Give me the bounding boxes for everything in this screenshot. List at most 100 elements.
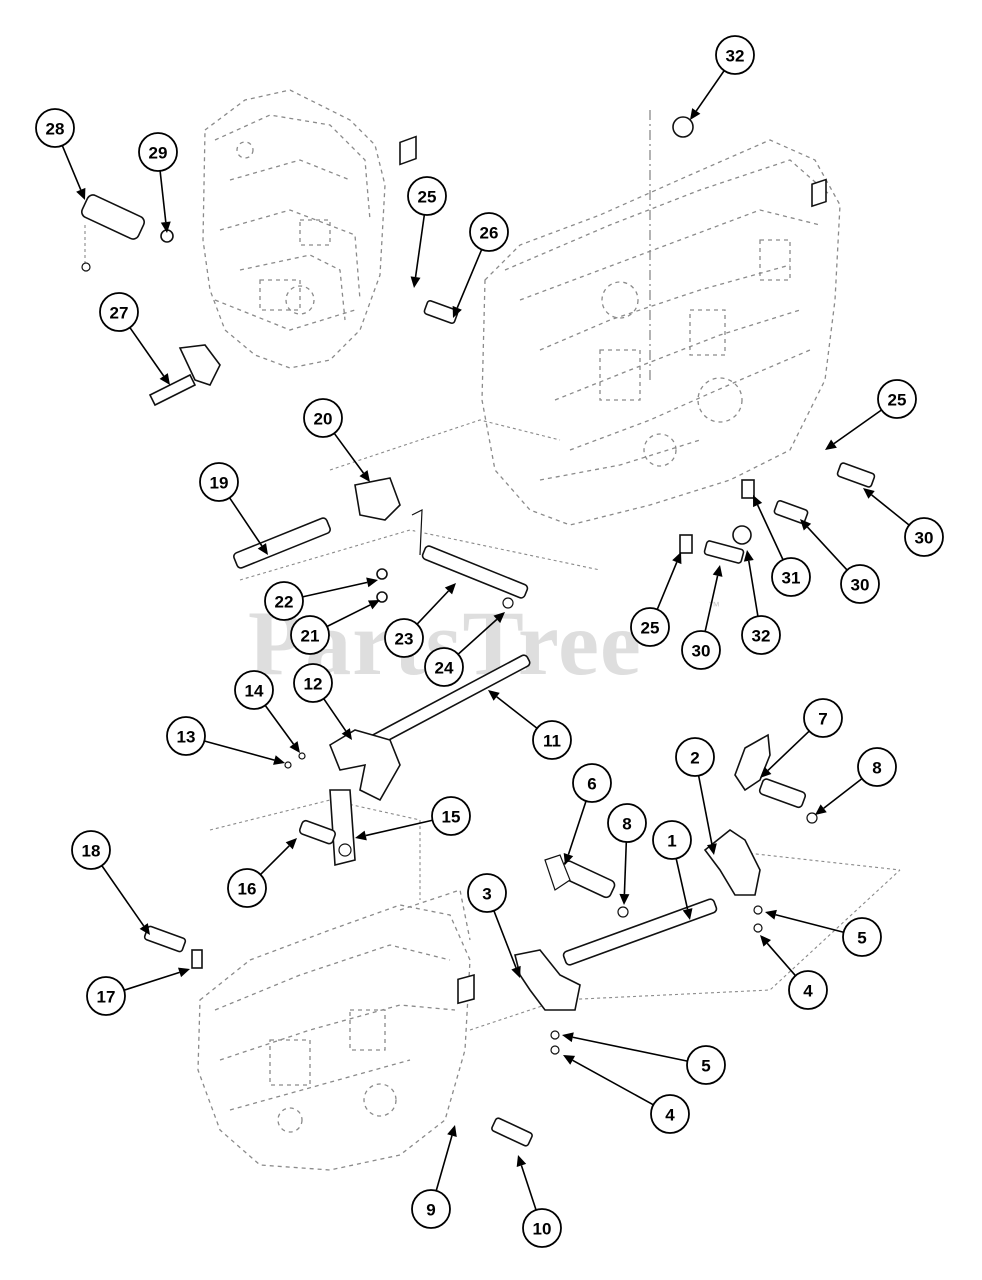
leader-arrowhead (139, 923, 150, 935)
leader-arrowhead (257, 543, 268, 555)
leader-line (520, 1165, 537, 1211)
callout-c25a: 25 (407, 176, 447, 288)
callout-number: 28 (46, 120, 65, 139)
leader-arrowhead (410, 276, 421, 288)
leader-arrowhead (760, 935, 771, 947)
leader-line (414, 214, 426, 278)
leader-line (457, 618, 498, 655)
callout-number: 32 (726, 47, 745, 66)
callout-circle (469, 212, 509, 252)
callout-number: 32 (752, 627, 771, 646)
callout-c30a: 30 (863, 488, 944, 557)
leader-line (323, 698, 347, 732)
callout-number: 25 (888, 391, 907, 410)
callout-c32a: 32 (690, 35, 755, 120)
callout-number: 29 (149, 144, 168, 163)
leader-line (101, 865, 145, 927)
leader-arrowhead (289, 741, 300, 753)
callout-circle (788, 970, 828, 1010)
callout-number: 2 (690, 749, 699, 768)
callout-number: 7 (818, 710, 827, 729)
callout-circle (303, 398, 343, 438)
callout-c3: 3 (467, 873, 521, 978)
part-17-plate (191, 949, 203, 969)
callout-number: 15 (442, 808, 461, 827)
leader-line (435, 1135, 453, 1191)
callout-c25c: 25 (630, 552, 682, 647)
leader-arrowhead (815, 804, 827, 815)
callout-circle (857, 747, 897, 787)
leader-arrowhead (743, 550, 754, 562)
callout-c21: 21 (290, 600, 380, 655)
callout-circle (71, 830, 111, 870)
leader-arrowhead (672, 552, 682, 565)
left-housing-upper (202, 89, 386, 369)
leader-arrowhead (447, 1125, 457, 1137)
callout-circle (741, 615, 781, 655)
leader-line (871, 494, 910, 526)
leader-line (204, 740, 275, 761)
leader-arrowhead (563, 1055, 576, 1065)
leader-arrowhead (562, 1032, 574, 1043)
callout-number: 11 (543, 732, 561, 751)
callout-c25b: 25 (825, 379, 917, 450)
callout-circle (407, 176, 447, 216)
callout-c29: 29 (138, 132, 178, 233)
part-27-shaft (148, 373, 197, 407)
part-2-fork (703, 829, 761, 896)
leader-line (123, 971, 180, 991)
callout-circle (877, 379, 917, 419)
callout-c1: 1 (652, 820, 693, 920)
leader-line (656, 561, 678, 610)
leader-arrowhead (765, 909, 777, 920)
leader-line (493, 910, 517, 969)
callout-c6: 6 (563, 763, 612, 865)
part-3-fork (514, 949, 581, 1011)
callout-number: 30 (915, 529, 934, 548)
leader-arrowhead (511, 965, 521, 978)
leader-line (333, 432, 365, 474)
callout-circle (630, 607, 670, 647)
callout-c16: 16 (227, 838, 297, 908)
callout-c17: 17 (86, 967, 190, 1016)
callout-circle (771, 557, 811, 597)
leader-line (767, 730, 810, 771)
callout-c30c: 30 (681, 565, 723, 670)
callout-circle (86, 976, 126, 1016)
part-1-shaft (562, 898, 718, 966)
callout-number: 20 (314, 410, 333, 429)
leader-line (572, 1059, 654, 1106)
callout-circle (227, 868, 267, 908)
leader-arrowhead (493, 612, 505, 624)
leader-arrowhead (76, 187, 86, 200)
part-20-fork (354, 477, 401, 521)
leader-arrowhead (563, 852, 574, 865)
callout-number: 21 (301, 627, 320, 646)
callouts: 1234455678891011121314151617181920212223… (35, 35, 944, 1248)
callout-number: 30 (851, 576, 870, 595)
callout-circle (532, 720, 572, 760)
callout-circle (803, 698, 843, 738)
callout-c19: 19 (199, 462, 268, 555)
callout-circle (840, 564, 880, 604)
leader-arrowhead (619, 893, 630, 905)
leader-line (326, 604, 371, 628)
leader-line (675, 858, 689, 910)
callout-circle (522, 1208, 562, 1248)
callout-c24: 24 (424, 612, 505, 687)
leader-arrowhead (177, 967, 190, 978)
callout-c10: 10 (516, 1155, 562, 1248)
callout-circle (99, 292, 139, 332)
callout-number: 4 (803, 982, 813, 1001)
leader-line (806, 526, 848, 571)
callout-number: 25 (641, 619, 660, 638)
callout-circle (467, 873, 507, 913)
leader-arrowhead (160, 221, 171, 233)
leader-arrowhead (355, 830, 367, 841)
leader-line (259, 845, 290, 876)
leader-line (833, 409, 882, 445)
part-26-bolt (423, 299, 459, 325)
callout-circle (686, 1045, 726, 1085)
callout-c31: 31 (753, 495, 811, 597)
